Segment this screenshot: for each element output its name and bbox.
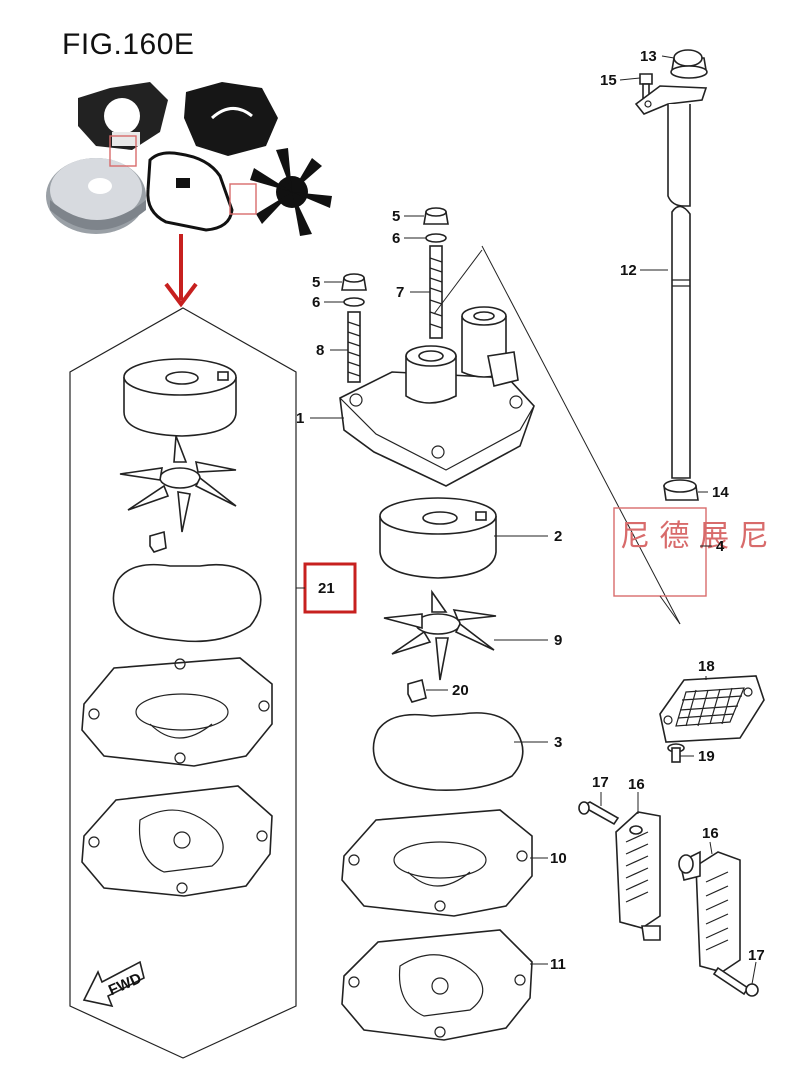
fwd-arrow: FWD — [82, 960, 145, 1008]
impeller-9 — [383, 589, 497, 681]
screw-19 — [667, 743, 685, 763]
label-part-3: 3 — [554, 734, 562, 751]
kit-key — [149, 530, 167, 553]
label-part-6-upper: 6 — [392, 230, 400, 247]
nut-lower — [341, 273, 367, 291]
screw-17-right — [712, 966, 759, 997]
label-part-12: 12 — [620, 262, 637, 279]
kit-liner — [123, 358, 237, 437]
bracket — [634, 85, 708, 115]
grommet-14 — [663, 479, 699, 501]
label-part-16-right: 16 — [702, 825, 719, 842]
water-tube-12 — [667, 104, 691, 479]
watermark-stamp: 尼 德 展 尼 — [613, 507, 769, 597]
label-part-10: 10 — [550, 850, 567, 867]
plate-10 — [341, 809, 533, 917]
label-part-13: 13 — [640, 48, 657, 65]
screen-16-right — [678, 850, 741, 973]
key-20 — [407, 678, 427, 703]
label-part-19: 19 — [698, 748, 715, 765]
grate-18 — [659, 675, 765, 743]
kit-outline — [69, 307, 297, 1059]
part-labels: 1 2 3 4 5 5 6 6 7 8 9 10 11 12 13 14 15 … — [296, 48, 765, 973]
label-part-7: 7 — [396, 284, 404, 301]
photo-o-ring — [146, 151, 234, 232]
kit-impeller — [119, 435, 237, 533]
pump-case — [339, 306, 535, 487]
label-part-14: 14 — [712, 484, 729, 501]
washer-upper — [425, 233, 447, 243]
label-part-6-lower: 6 — [312, 294, 320, 311]
label-part-5-lower: 5 — [312, 274, 320, 291]
stud-8 — [347, 311, 361, 383]
kit-photo — [46, 82, 332, 236]
label-part-4: 4 — [716, 538, 725, 555]
nut-upper — [423, 207, 449, 225]
stamp-text: 尼 德 展 尼 — [620, 519, 769, 554]
kit-o-ring — [112, 563, 262, 643]
label-part-15: 15 — [600, 72, 617, 89]
kit-gasket — [81, 785, 273, 897]
label-part-17-right: 17 — [748, 947, 765, 964]
label-part-18: 18 — [698, 658, 715, 675]
label-part-17-left: 17 — [592, 774, 609, 791]
label-part-1: 1 — [296, 410, 304, 427]
label-part-5-upper: 5 — [392, 208, 400, 225]
screen-16-left — [615, 811, 661, 941]
photo-liner-cup — [46, 158, 146, 234]
label-part-21: 21 — [318, 580, 335, 597]
figure-title: FIG.160E — [62, 28, 195, 61]
label-part-8: 8 — [316, 342, 324, 359]
label-part-20: 20 — [452, 682, 469, 699]
label-part-16-left: 16 — [628, 776, 645, 793]
photo-gasket-right — [184, 82, 278, 156]
leader-lines — [310, 55, 757, 985]
washer-lower — [343, 297, 365, 307]
stud-7 — [429, 245, 443, 339]
fwd-label: FWD — [106, 970, 144, 999]
liner-2 — [379, 497, 497, 579]
gasket-11 — [341, 929, 533, 1041]
red-down-arrow — [164, 234, 198, 308]
kit-plate — [81, 657, 273, 767]
photo-impeller — [250, 148, 332, 236]
label-part-2: 2 — [554, 528, 562, 545]
o-ring-3 — [372, 712, 524, 792]
grommet-13 — [670, 49, 708, 79]
label-part-11: 11 — [550, 956, 566, 973]
screw-17-left — [578, 801, 620, 826]
label-part-9: 9 — [554, 632, 562, 649]
